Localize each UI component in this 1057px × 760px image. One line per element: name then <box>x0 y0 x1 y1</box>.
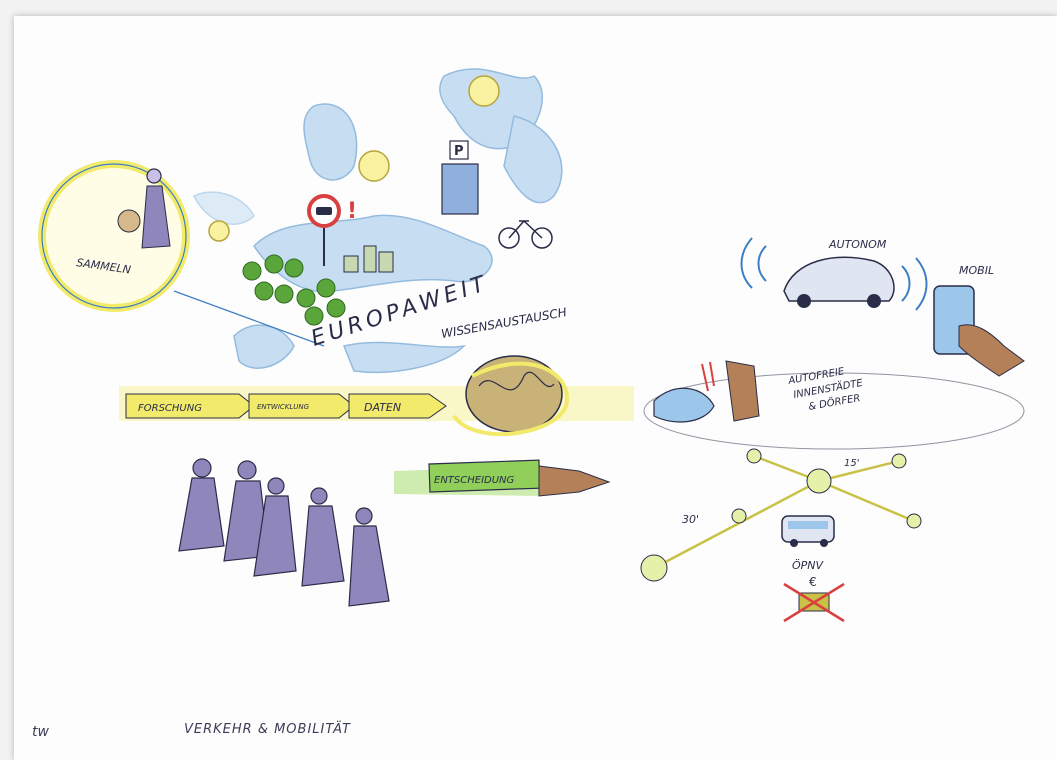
collector-person <box>117 168 171 249</box>
forschung-label: FORSCHUNG <box>138 403 202 414</box>
sketchnote-illustration: SAMMELN ! P EUROPAWEIT <box>38 68 1025 623</box>
exclamation-icon: ! <box>347 199 357 224</box>
transit-network <box>653 454 915 570</box>
lightbulb-icons <box>208 75 500 242</box>
car-free-zone <box>643 360 1025 450</box>
signal-icon <box>740 237 767 289</box>
decision-pen: ENTSCHEIDUNG <box>394 459 611 497</box>
no-car-sign-icon: ! <box>307 194 357 266</box>
money-stack-crossed-icon: € <box>783 575 845 623</box>
bus-icon <box>781 515 835 547</box>
transit-stops <box>640 448 922 582</box>
daten-label: DATEN <box>364 401 401 414</box>
lightbulb-icon <box>468 75 500 107</box>
autonomous-car <box>740 237 928 311</box>
smartphone-icon <box>933 285 1025 377</box>
stop-hand-icon <box>725 360 760 422</box>
euro-icon: € <box>809 575 817 589</box>
bicycle-icon <box>498 219 553 249</box>
wissensaustausch-label: WISSENSAUSTAUSCH <box>440 305 568 341</box>
drawing-title: VERKEHR & MOBILITÄT <box>184 722 352 737</box>
time-30-label: 30' <box>682 513 699 526</box>
town-buildings <box>343 245 394 273</box>
forest-trees <box>242 254 346 326</box>
sammeln-circle: SAMMELN <box>38 160 325 347</box>
brain-icon <box>452 355 569 437</box>
people-group <box>178 458 390 607</box>
artist-signature: tw <box>32 724 49 740</box>
parking-garage: P <box>441 140 479 215</box>
lightbulb-icon <box>208 220 230 242</box>
oepnv-label: ÖPNV <box>792 559 825 572</box>
entwicklung-label: ENTWICKLUNG <box>257 403 310 411</box>
mobil-label: MOBIL <box>959 264 994 277</box>
entscheidung-label: ENTSCHEIDUNG <box>434 475 515 486</box>
time-15-label: 15' <box>844 458 859 469</box>
lightbulb-icon <box>358 150 390 182</box>
drawing-sheet: SAMMELN ! P EUROPAWEIT <box>14 16 1057 760</box>
parking-icon: P <box>454 144 464 159</box>
autonom-label: AUTONOM <box>828 238 887 251</box>
europe-map <box>192 68 563 374</box>
